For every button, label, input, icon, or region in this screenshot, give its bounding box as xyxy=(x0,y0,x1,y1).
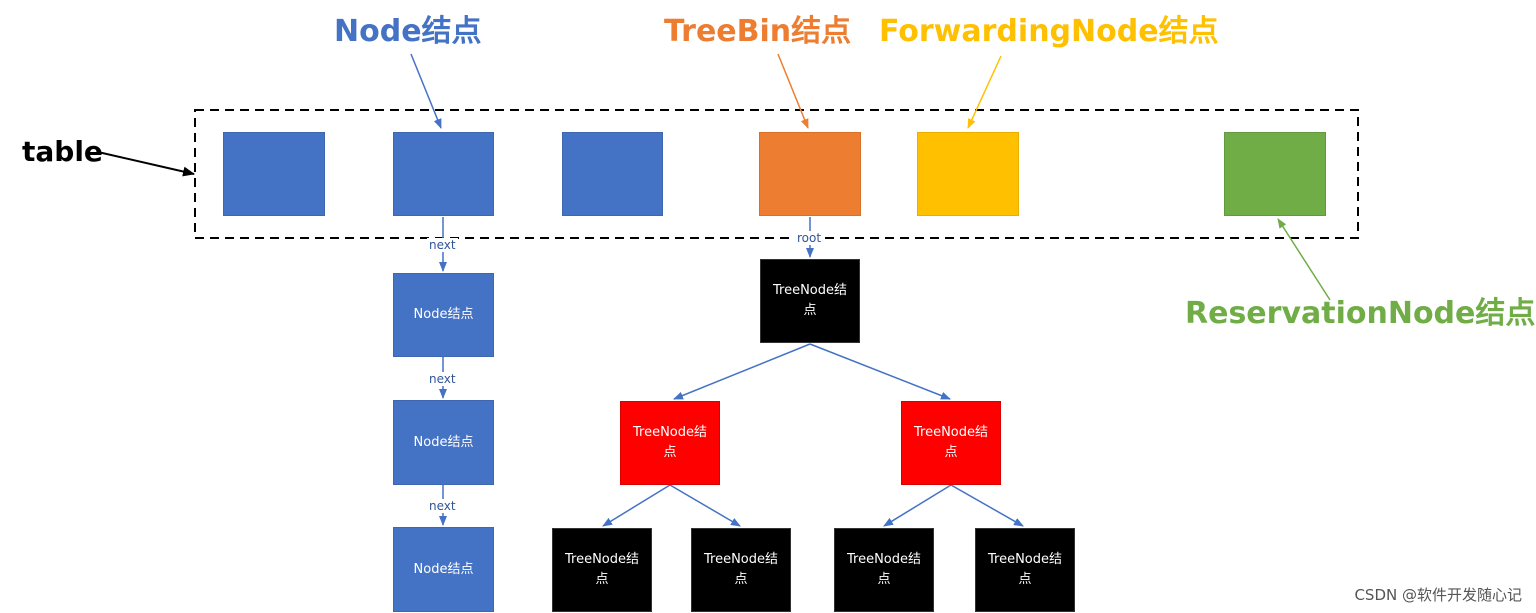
tree-edge-right-left xyxy=(883,484,952,527)
treenode-label-line2: 点 xyxy=(877,572,891,587)
table-title-arrow xyxy=(97,151,195,177)
next-label-2: next xyxy=(427,372,458,386)
watermark: CSDN @软件开发随心记 xyxy=(1354,586,1522,604)
treenode-label-line2: 点 xyxy=(595,572,609,587)
treenode-label-line2: 点 xyxy=(803,303,817,318)
chain-node-2: Node结点 xyxy=(393,400,494,485)
forwarding-title-arrow xyxy=(967,55,1002,129)
forwardingnode-title: ForwardingNode结点 xyxy=(879,14,1219,49)
treebin-title-arrow xyxy=(777,53,809,129)
next-label-1: next xyxy=(427,238,458,252)
next-label-3: next xyxy=(427,499,458,513)
table-bucket-node-3 xyxy=(562,132,663,216)
treenode-label-line1: TreeNode结 xyxy=(846,552,921,567)
reservationnode-title: ReservationNode结点 xyxy=(1185,296,1536,331)
tree-edge-root-left xyxy=(673,343,811,400)
treenode-label-line2: 点 xyxy=(944,445,958,460)
treenode-label-line2: 点 xyxy=(663,445,677,460)
reservation-title-arrow xyxy=(1277,218,1331,301)
treenode-leaf-4: TreeNode结点 xyxy=(975,528,1075,612)
treenode-label-line1: TreeNode结 xyxy=(632,425,707,440)
chain-node-label: Node结点 xyxy=(413,434,474,450)
treenode-label-line1: TreeNode结 xyxy=(987,552,1062,567)
chain-node-1: Node结点 xyxy=(393,273,494,357)
table-bucket-node-2 xyxy=(393,132,494,216)
tree-edge-right-right xyxy=(950,484,1024,527)
treenode-leaf-2: TreeNode结点 xyxy=(691,528,791,612)
tree-edge-left-left xyxy=(602,484,671,527)
chain-node-label: Node结点 xyxy=(413,307,474,322)
tree-edge-root-right xyxy=(809,343,951,400)
root-label: root xyxy=(795,231,824,245)
table-bucket-reservationnode xyxy=(1224,132,1326,216)
table-bucket-treebin xyxy=(759,132,861,216)
chain-node-label: Node结点 xyxy=(413,561,474,577)
tree-edge-left-right xyxy=(669,484,741,527)
node-title: Node结点 xyxy=(334,14,482,49)
treenode-right-child: TreeNode结点 xyxy=(901,401,1001,485)
treenode-leaf-3: TreeNode结点 xyxy=(834,528,934,612)
chain-node-3: Node结点 xyxy=(393,527,494,612)
table-bucket-node-1 xyxy=(223,132,325,216)
table-bucket-forwardingnode xyxy=(917,132,1019,216)
treenode-leaf-1: TreeNode结点 xyxy=(552,528,652,612)
treenode-label-line1: TreeNode结 xyxy=(703,552,778,567)
treenode-label-line2: 点 xyxy=(734,572,748,587)
treenode-label-line1: TreeNode结 xyxy=(772,283,847,298)
treenode-label-line1: TreeNode结 xyxy=(913,425,988,440)
treenode-label-line2: 点 xyxy=(1018,572,1032,587)
table-label: table xyxy=(22,135,103,168)
treenode-left-child: TreeNode结点 xyxy=(620,401,720,485)
treenode-root: TreeNode结点 xyxy=(760,259,860,343)
treenode-label-line1: TreeNode结 xyxy=(564,552,639,567)
node-title-arrow xyxy=(410,53,442,129)
treebin-title: TreeBin结点 xyxy=(664,14,852,49)
